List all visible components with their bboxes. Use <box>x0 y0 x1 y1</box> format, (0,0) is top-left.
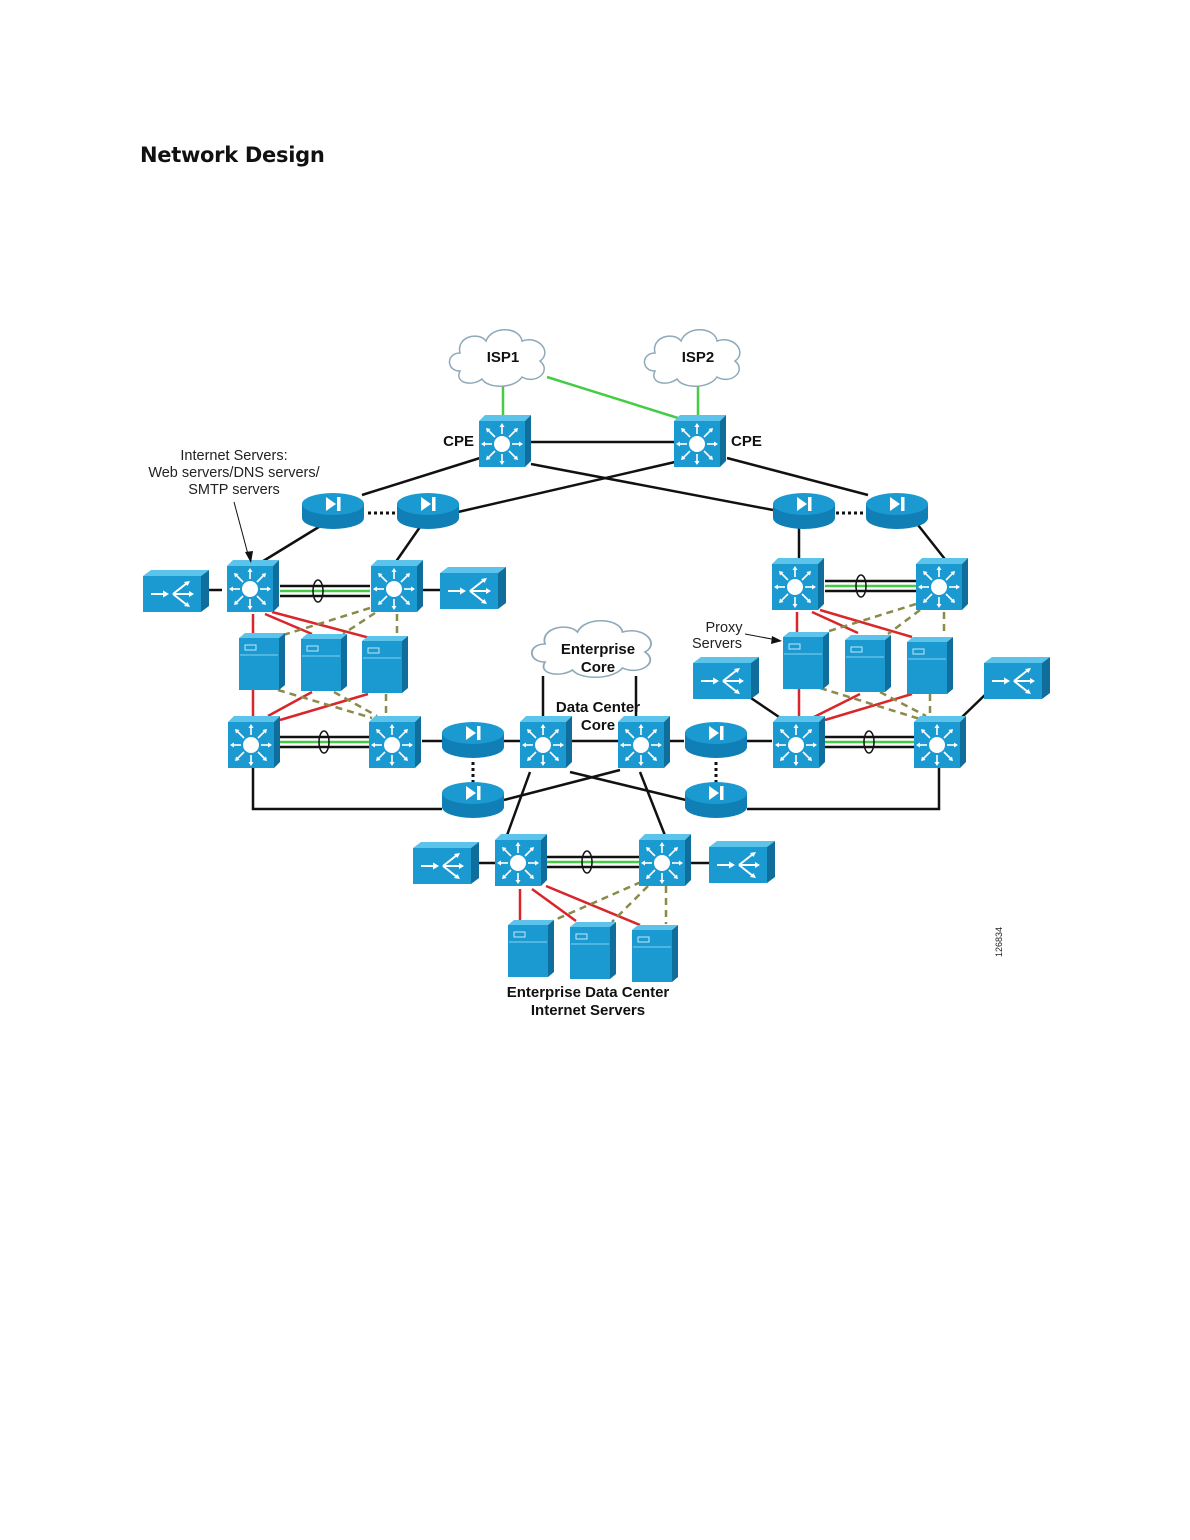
link-router-switch-tr2 <box>917 524 949 564</box>
label-internet-servers-2: Web servers/DNS servers/ <box>148 465 320 481</box>
link-router-switch-tl2 <box>393 526 422 564</box>
server-right-1[interactable] <box>782 631 830 690</box>
label-dc-core-2: Core <box>581 717 615 734</box>
link-router-switch-tl <box>259 523 323 565</box>
router-top-right-1[interactable] <box>773 493 835 529</box>
label-cpe-right: CPE <box>731 433 762 450</box>
server-edc-1[interactable] <box>507 919 555 978</box>
edc-switch-left[interactable] <box>494 833 548 887</box>
router-dc-left-1[interactable] <box>442 722 504 758</box>
router-dc-right-1[interactable] <box>685 722 747 758</box>
etherchannel-links <box>280 574 916 874</box>
label-enterprise-core-1: Enterprise <box>561 641 635 658</box>
server-right-2[interactable] <box>844 634 892 693</box>
label-internet-servers-1: Internet Servers: <box>180 448 287 464</box>
label-enterprise-core-2: Core <box>581 659 615 676</box>
router-top-left-1[interactable] <box>302 493 364 529</box>
label-figure-id: 126834 <box>994 927 1004 957</box>
page-title: Network Design <box>140 143 325 167</box>
label-isp2: ISP2 <box>682 349 715 366</box>
label-cpe-left: CPE <box>443 433 474 450</box>
server-edc-3[interactable] <box>631 924 679 983</box>
server-edc-2[interactable] <box>569 921 617 980</box>
router-top-right-2[interactable] <box>866 493 928 529</box>
lb-switch-left-top-2[interactable] <box>439 566 507 610</box>
switch-left-top-1[interactable] <box>226 559 280 613</box>
switch-left-bottom-1[interactable] <box>227 715 281 769</box>
router-dc-right-2[interactable] <box>685 782 747 818</box>
router-top-left-2[interactable] <box>397 493 459 529</box>
cpe-switch-right[interactable] <box>673 414 727 468</box>
server-left-1[interactable] <box>238 632 286 691</box>
server-right-3[interactable] <box>906 636 954 695</box>
link-cpe-left-router-right <box>530 462 774 512</box>
link-dc-right-edc-switch <box>638 771 668 839</box>
switch-right-top-1[interactable] <box>771 557 825 611</box>
switch-left-top-2[interactable] <box>370 559 424 613</box>
switch-left-bottom-2[interactable] <box>368 715 422 769</box>
link-cpe-left-router <box>361 456 481 497</box>
link-bottom-loop-left <box>251 768 442 811</box>
label-edc-2: Internet Servers <box>531 1002 645 1019</box>
dc-core-switch-right[interactable] <box>617 715 671 769</box>
label-edc-1: Enterprise Data Center <box>507 984 670 1001</box>
lb-switch-edc-right[interactable] <box>708 840 776 884</box>
server-left-3[interactable] <box>361 635 409 694</box>
red-links <box>251 608 913 927</box>
router-dc-left-2[interactable] <box>442 782 504 818</box>
link-cpe-right-router-left <box>457 460 676 514</box>
link-cpe-right-router <box>726 456 869 497</box>
switch-right-bottom-2[interactable] <box>913 715 967 769</box>
label-internet-servers-3: SMTP servers <box>188 482 280 498</box>
lb-switch-edc-left[interactable] <box>412 841 480 885</box>
label-dc-core-1: Data Center <box>556 699 640 716</box>
link-dc-right-router-bl <box>503 768 621 802</box>
switch-right-top-2[interactable] <box>915 557 969 611</box>
label-isp1: ISP1 <box>487 349 520 366</box>
link-dc-left-edc-switch <box>504 771 532 839</box>
link-lb-switch-br2 <box>959 691 989 720</box>
switch-right-bottom-1[interactable] <box>772 715 826 769</box>
arrow-internet-servers <box>233 501 253 563</box>
lb-switch-right-1[interactable] <box>692 656 760 700</box>
lb-switch-right-2[interactable] <box>983 656 1051 700</box>
server-left-2[interactable] <box>300 633 348 692</box>
link-bottom-loop-right <box>747 768 941 811</box>
links-layer <box>208 375 989 927</box>
link-dc-left-router-br <box>569 770 687 802</box>
label-proxy-1: Proxy <box>705 620 743 636</box>
dashed-links <box>277 602 946 924</box>
lb-switch-left-top-1[interactable] <box>142 569 210 613</box>
label-proxy-2: Servers <box>692 636 742 652</box>
cpe-switch-left[interactable] <box>478 414 532 468</box>
edc-switch-right[interactable] <box>638 833 692 887</box>
link-isp1-cpe-right <box>546 375 679 420</box>
dc-core-switch-left[interactable] <box>519 715 573 769</box>
arrow-proxy-servers <box>744 633 782 644</box>
